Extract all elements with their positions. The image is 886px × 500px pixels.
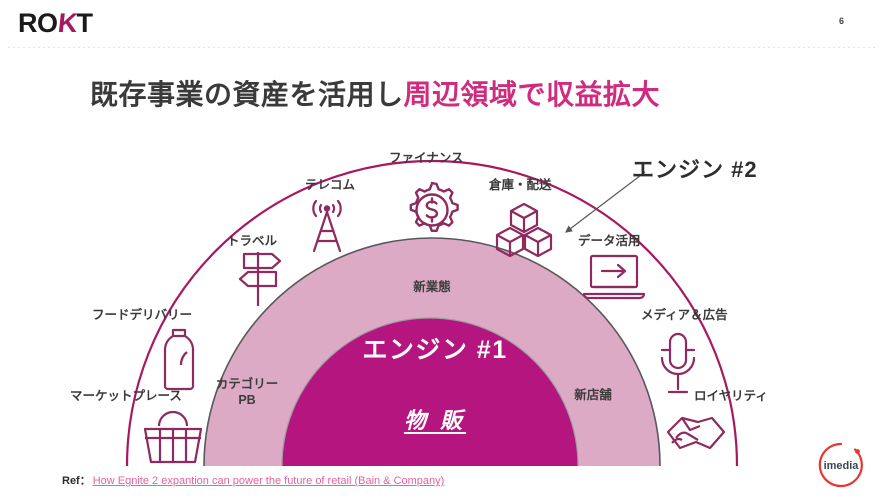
spoke-label-telecom: テレコム: [305, 178, 356, 192]
footer-reference: Ref：How Egnite 2 expantion can power the…: [62, 472, 444, 488]
page-number: 6: [838, 16, 844, 26]
ring-label-new-store: 新店舗: [574, 388, 612, 402]
ring-label-category-pb-line2: PB: [238, 392, 256, 407]
page-title-highlight: 周辺領域で収益拡大: [403, 78, 661, 111]
outer-arc-ring: [125, 159, 739, 466]
concentric-diagram: エンジン #1 物 販 新業態 カテゴリー PB 新店舗 エンジン #2 ファイ…: [0, 130, 886, 475]
imedia-wordmark: imedia: [824, 460, 860, 472]
ring-label-category-pb: カテゴリー PB: [192, 377, 302, 408]
diagram-svg: [125, 159, 739, 466]
spoke-label-data-utilization: データ活用: [578, 234, 641, 248]
ring-label-category-pb-line1: カテゴリー: [215, 377, 279, 391]
engine2-label: エンジン #2: [632, 157, 758, 182]
core-word-label: 物 販: [403, 408, 467, 433]
logo-text-part2: T: [76, 8, 94, 38]
spoke-label-travel: トラベル: [227, 234, 278, 248]
core-circle: [281, 317, 579, 466]
spoke-label-loyalty: ロイヤリティ: [694, 389, 768, 403]
spoke-label-marketplace: マーケットプレース: [70, 389, 182, 403]
header-divider: [8, 47, 878, 48]
footer-ref-prefix: Ref：: [62, 475, 91, 487]
imedia-logo: imedia: [814, 438, 868, 492]
rokt-logo: ROKT: [18, 8, 93, 39]
logo-text-part1: RO: [18, 8, 58, 38]
ring-label-new-format: 新業態: [413, 280, 451, 294]
spoke-label-media-advertising: メディア＆広告: [641, 308, 728, 322]
footer-ref-link[interactable]: How Egnite 2 expantion can power the fut…: [92, 475, 445, 487]
spoke-label-food-delivery: フードデリバリー: [92, 308, 193, 322]
spoke-label-finance: ファイナンス: [389, 151, 464, 165]
engine2-pointer-arrow: [565, 171, 646, 233]
core-engine-label: エンジン #1: [362, 336, 508, 364]
page-title: 既存事業の資産を活用し周辺領域で収益拡大: [90, 73, 660, 113]
logo-text-k: K: [55, 8, 79, 38]
page-title-dark: 既存事業の資産を活用し: [90, 78, 404, 111]
spoke-label-warehouse-delivery: 倉庫・配送: [489, 178, 552, 192]
